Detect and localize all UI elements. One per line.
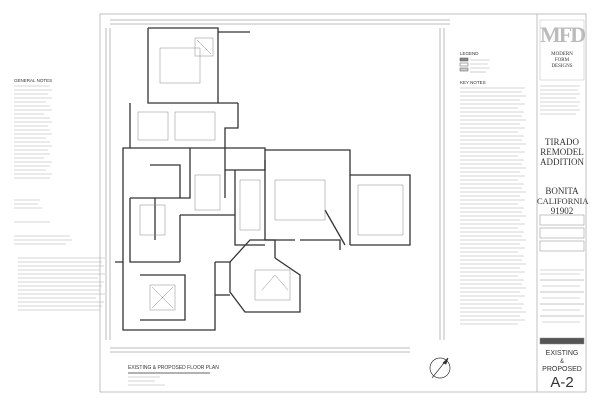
sheet-border <box>99 13 587 393</box>
north-arrow-icon <box>429 357 451 379</box>
title-block-text-lines <box>540 85 584 323</box>
legend-title: LEGEND <box>460 51 479 56</box>
location-line1: BONITA <box>545 186 579 196</box>
location-line2: CALIFORNIA <box>537 196 589 206</box>
title-block-boxes <box>539 214 585 345</box>
general-notes-text-lines <box>14 85 105 311</box>
logo-letters: MFD <box>540 22 586 47</box>
floor-plan <box>115 27 411 331</box>
key-notes-text-lines <box>460 59 526 325</box>
project-title-line3: ADDITION <box>540 157 584 167</box>
firm-name-line1: MODERN <box>551 52 573 57</box>
sheet-number: A-2 <box>550 374 574 391</box>
legend-swatches <box>459 57 469 72</box>
dimension-lines <box>105 19 450 353</box>
sheet-name-line2: & <box>559 359 564 365</box>
plan-details <box>137 37 404 311</box>
sheet-name-line3: PROPOSED <box>542 366 582 373</box>
key-notes-title: KEY NOTES <box>460 80 486 85</box>
drawing-title: EXISTING & PROPOSED FLOOR PLAN <box>128 365 219 371</box>
firm-name-line2: FORM <box>554 58 570 63</box>
firm-name-line3: DESIGNS <box>551 64 573 69</box>
logo-box <box>539 19 585 81</box>
sheet-name-line1: EXISTING <box>545 350 579 357</box>
project-title-line2: REMODEL <box>540 147 584 157</box>
location-line3: 91902 <box>550 206 574 216</box>
general-notes-title: GENERAL NOTES <box>14 78 53 83</box>
project-title-line1: TIRADO <box>545 137 579 147</box>
drawing-title-text-lines <box>128 376 165 386</box>
